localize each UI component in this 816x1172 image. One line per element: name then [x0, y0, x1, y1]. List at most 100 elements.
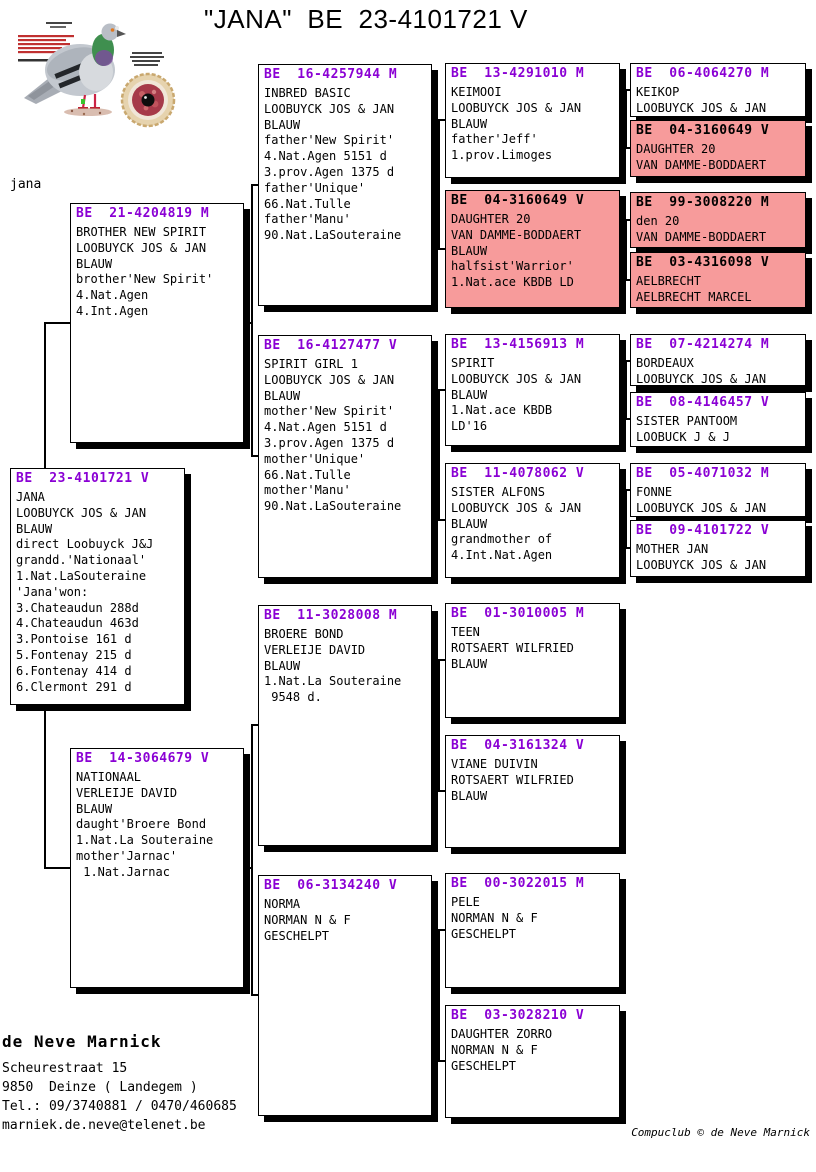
pedigree-line: father'Manu' [264, 212, 351, 227]
pedigree-line: 1.Nat.La Souteraine [76, 833, 214, 848]
pedigree-line: BLAUW [451, 243, 488, 258]
pedigree-line: mother'Manu' [264, 483, 351, 498]
connector-line [625, 360, 627, 420]
ring-number: BE 04-3160649 V [451, 193, 585, 208]
pedigree-line: mother'New Spirit' [264, 404, 395, 419]
connector-line [625, 547, 631, 549]
pedigree-line: VIANE DUIVIN [451, 757, 538, 771]
pedigree-line: LOOBUYCK JOS & JAN [451, 371, 582, 386]
pedigree-line: 66.Nat.Tulle [264, 467, 351, 482]
connector-line [251, 184, 253, 456]
connector-line [625, 89, 627, 149]
connector-line [438, 790, 446, 792]
photo-annotation-marks [18, 22, 164, 66]
pedigree-line: SPIRIT GIRL 1 [264, 357, 358, 371]
ring-number: BE 00-3022015 M [451, 876, 585, 891]
pedigree-line: grandd.'Nationaal' [16, 553, 147, 568]
connector-line [438, 929, 440, 1062]
ring-number: BE 03-4316098 V [636, 255, 770, 270]
connector-line [432, 184, 439, 186]
ring-number: BE 21-4204819 M [76, 206, 210, 221]
pedigree-line: 4.Nat.Agen 5151 d [264, 420, 387, 435]
pedigree-line: den 20 [636, 214, 680, 228]
connector-line [438, 119, 440, 250]
pedigree-line: 90.Nat.LaSouteraine [264, 499, 402, 514]
connector-line [44, 322, 71, 324]
pedigree-line: 90.Nat.LaSouteraine [264, 228, 402, 243]
connector-line [620, 248, 626, 250]
pedigree-line: 9850 Deinze ( Landegem ) [2, 1080, 198, 1095]
pedigree-line: ROTSAERT WILFRIED [451, 640, 574, 655]
pedigree-line: LOOBUYCK JOS & JAN [76, 240, 207, 255]
pedigree-line: GESCHELPT [264, 928, 330, 943]
connector-line [625, 418, 631, 420]
pedigree-line: mother'Unique' [264, 451, 366, 466]
connector-line [438, 929, 446, 931]
pedigree-line: 1.Nat.La Souteraine [264, 674, 402, 689]
pedigree-line: Tel.: 09/3740881 / 0470/460685 [2, 1099, 237, 1114]
connector-line [620, 389, 626, 391]
pedigree-line: SISTER PANTOOM [636, 414, 738, 428]
connector-line [432, 994, 439, 996]
pedigree-line: VERLEIJE DAVID [76, 785, 178, 800]
ring-number: BE 99-3008220 M [636, 195, 770, 210]
pedigree-line: PELE [451, 895, 480, 909]
pedigree-line: JANA [16, 490, 45, 504]
ring-number: BE 01-3010005 M [451, 606, 585, 621]
ring-number: BE 13-4291010 M [451, 66, 585, 81]
pedigree-line: LOOBUYCK JOS & JAN [636, 100, 767, 115]
ring-number: BE 06-4064270 M [636, 66, 770, 81]
owner-name: de Neve Marnick [2, 1032, 162, 1051]
ring-number: BE 04-3160649 V [636, 123, 770, 138]
pedigree-line: MOTHER JAN [636, 542, 709, 556]
pigeon-illustration [24, 23, 126, 116]
pedigree-line: NORMAN N & F [451, 910, 538, 925]
pedigree-line: BLAUW [451, 516, 488, 531]
pedigree-line: 4.Chateaudun 463d [16, 616, 139, 631]
pedigree-line: AELBRECHT [636, 274, 702, 288]
connector-line [625, 89, 631, 91]
pedigree-line: marniek.de.neve@telenet.be [2, 1118, 206, 1133]
pedigree-line: INBRED BASIC [264, 86, 351, 100]
pedigree-line: 'Jana'won: [16, 584, 89, 599]
pedigree-line: 3.prov.Agen 1375 d [264, 164, 395, 179]
connector-line [438, 248, 446, 250]
pedigree-line: 1.Nat.ace KBDB LD [451, 275, 574, 290]
pedigree-line: LOOBUYCK JOS & JAN [264, 101, 395, 116]
pedigree-line: father'Jeff' [451, 132, 538, 147]
pedigree-line: LOOBUYCK JOS & JAN [636, 557, 767, 572]
connector-line [251, 455, 259, 457]
pedigree-line: LOOBUYCK JOS & JAN [451, 500, 582, 515]
connector-line [251, 724, 259, 726]
pedigree-line: daught'Broere Bond [76, 817, 207, 832]
pedigree-line: BROERE BOND [264, 627, 344, 641]
footer-credit: Compuclub © de Neve Marnick [631, 1126, 810, 1139]
pedigree-line: DAUGHTER 20 [636, 142, 716, 156]
